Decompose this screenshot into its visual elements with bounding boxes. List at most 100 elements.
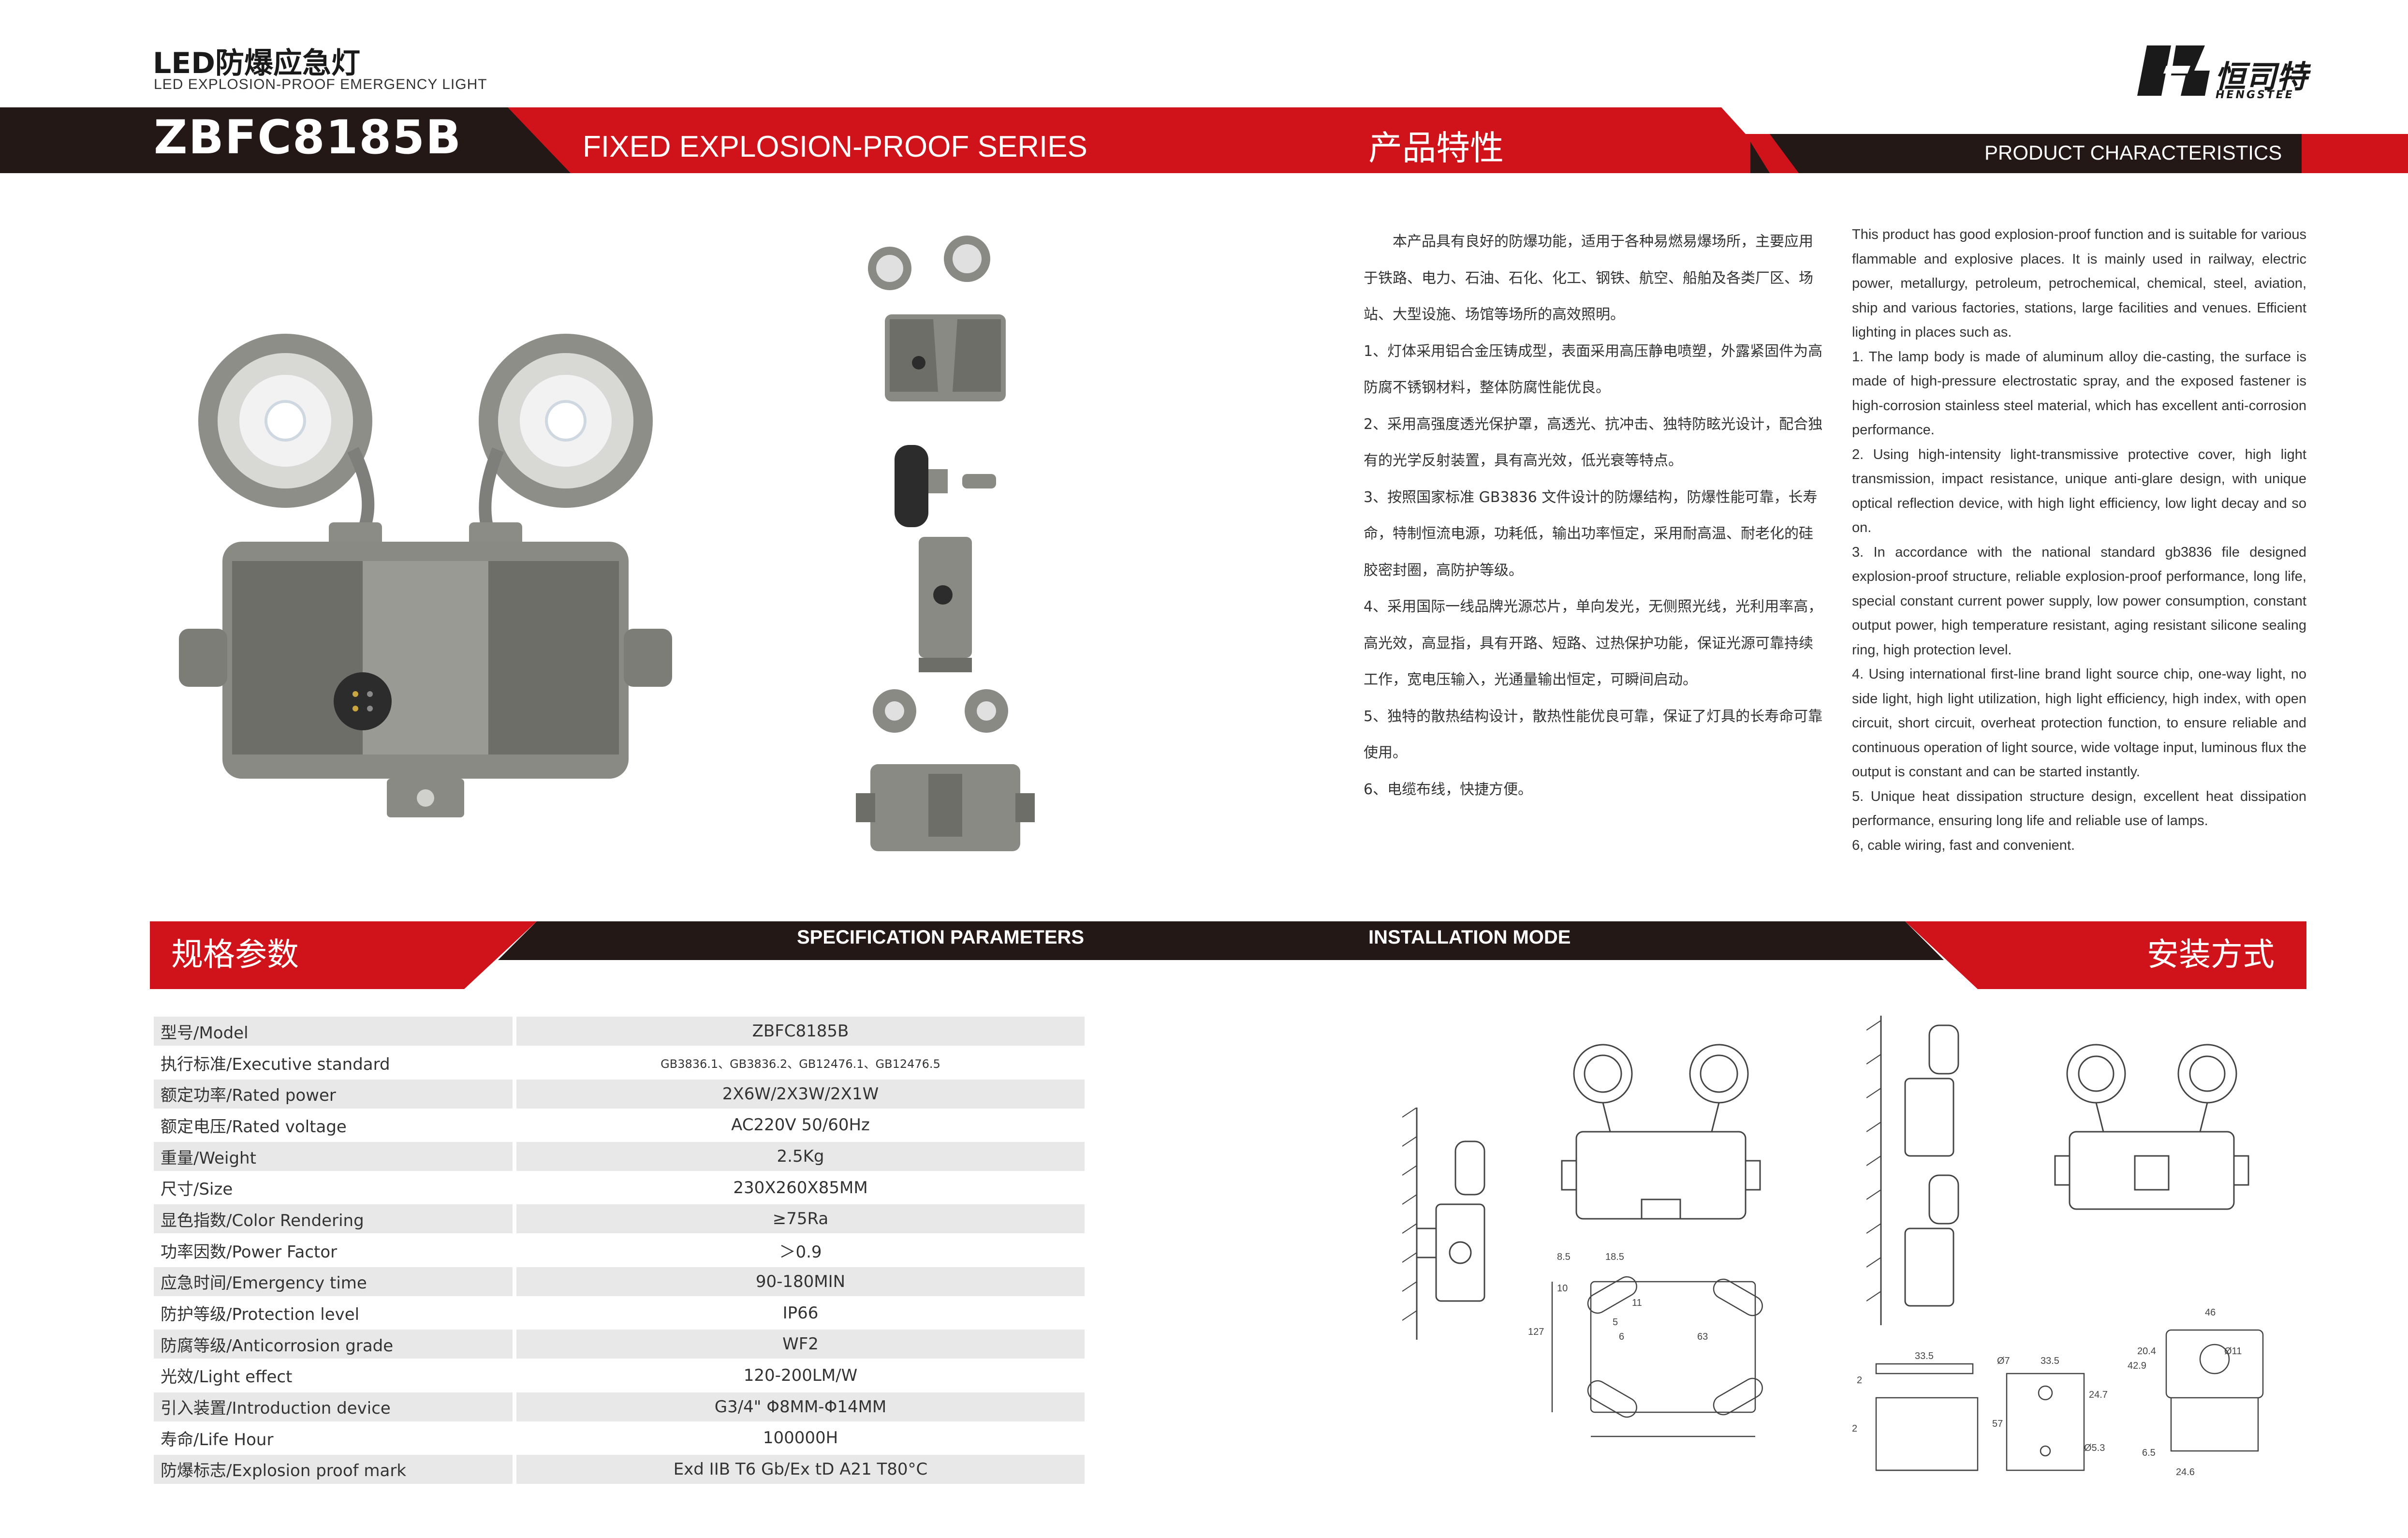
spec-label: 寿命/Life Hour — [161, 1430, 274, 1449]
table-row: 显色指数/Color Rendering≥75Ra — [154, 1203, 1085, 1235]
installation-drawing-side-detail: 46 20.4 42.9 Ø11 6.5 24.6 — [2128, 1307, 2264, 1478]
spec-label: 尺寸/Size — [161, 1180, 233, 1199]
table-row: 功率因数/Power Factor ＞0.9 — [154, 1235, 1085, 1266]
spec-value: WF2 — [516, 1330, 1085, 1359]
spec-value: 2X6W/2X3W/2X1W — [516, 1079, 1085, 1109]
brand-name-en: HENGSTEE — [2216, 89, 2294, 101]
spec-label: 额定电压/Rated voltage — [161, 1117, 347, 1137]
characteristics-cn: 本产品具有良好的防爆功能，适用于各种易燃易爆场所，主要应用于铁路、电力、石油、石… — [1364, 223, 1823, 808]
header-title-cn: LED防爆应急灯 — [153, 46, 361, 80]
spec-label: 显色指数/Color Rendering — [154, 1204, 513, 1234]
brand-name-cn: 恒司特 — [2215, 59, 2307, 95]
dim-label: 10 — [1557, 1283, 1568, 1294]
install-title-cn: 安装方式 — [2147, 936, 2275, 973]
installation-drawing-wall-side — [1402, 1108, 1485, 1340]
dim-label: 33.5 — [1915, 1351, 1934, 1361]
model-number: ZBFC8185B — [154, 110, 462, 164]
table-row: 防护等级/Protection level IP66 — [154, 1297, 1085, 1329]
characteristics-cn-item: 3、按照国家标准 GB3836 文件设计的防爆结构，防爆性能可靠，长寿命，特制恒… — [1364, 488, 1818, 579]
install-title-en: INSTALLATION MODE — [1368, 927, 1571, 948]
installation-drawing-wall-bracket — [1866, 1016, 1959, 1325]
spec-value: IP66 — [782, 1303, 819, 1323]
dim-label: Ø11 — [2224, 1346, 2242, 1357]
installation-drawing-bracket-detail: 2 33.5 Ø7 33.5 24.7 57 2 Ø5.3 — [1852, 1351, 2108, 1471]
product-top-view-image — [856, 689, 1035, 851]
spec-value: 90-180MIN — [516, 1267, 1085, 1296]
dim-label: 20.4 — [2137, 1346, 2156, 1357]
dim-label: 33.5 — [2041, 1356, 2059, 1366]
characteristics-en-item: 3. In accordance with the national stand… — [1852, 544, 2306, 658]
dim-label: 24.7 — [2089, 1390, 2108, 1400]
spec-label: 重量/Weight — [154, 1142, 513, 1171]
dim-label: 24.6 — [2176, 1467, 2195, 1478]
characteristics-cn-item: 4、采用国际一线品牌光源芯片，单向发光，无侧照光线，光利用率高，高光效，高显指，… — [1364, 598, 1823, 688]
characteristics-en-item: 4. Using international first-line brand … — [1852, 666, 2306, 780]
spec-title-cn: 规格参数 — [171, 936, 299, 973]
characteristics-cn-intro: 本产品具有良好的防爆功能，适用于各种易燃易爆场所，主要应用于铁路、电力、石油、石… — [1364, 233, 1813, 323]
spec-value: GB3836.1、GB3836.2、GB12476.1、GB12476.5 — [661, 1057, 940, 1071]
dim-label: 6 — [1619, 1331, 1624, 1342]
header-title-en: LED EXPLOSION-PROOF EMERGENCY LIGHT — [154, 76, 487, 92]
spec-label: 引入装置/Introduction device — [154, 1392, 513, 1421]
spec-value: AC220V 50/60Hz — [731, 1115, 870, 1135]
characteristics-en-item: 6, cable wiring, fast and convenient. — [1852, 837, 2075, 853]
spec-label: 光效/Light effect — [161, 1367, 293, 1387]
series-title: FIXED EXPLOSION-PROOF SERIES — [583, 130, 1087, 163]
characteristics-en-item: 1. The lamp body is made of aluminum all… — [1852, 349, 2306, 438]
spec-value: ＞0.9 — [779, 1242, 822, 1262]
dim-label: 6.5 — [2142, 1448, 2156, 1458]
spec-value: G3/4" Φ8MM-Φ14MM — [516, 1392, 1085, 1421]
brand-logo-icon — [2137, 45, 2210, 96]
spec-label: 防腐等级/Anticorrosion grade — [154, 1330, 513, 1359]
spec-label: 应急时间/Emergency time — [154, 1267, 513, 1296]
spec-label: 防爆标志/Explosion proof mark — [154, 1454, 513, 1484]
table-row: 光效/Light effect 120-200LM/W — [154, 1360, 1085, 1391]
dim-label: 8.5 — [1557, 1253, 1571, 1262]
spec-label: 防护等级/Protection level — [161, 1305, 360, 1325]
header-band — [0, 107, 2408, 173]
section-band — [0, 921, 2408, 989]
spec-value: 2.5Kg — [516, 1142, 1085, 1171]
characteristics-title-en: PRODUCT CHARACTERISTICS — [1984, 141, 2282, 164]
dim-label: 42.9 — [2128, 1361, 2146, 1371]
table-row: 额定电压/Rated voltage AC220V 50/60Hz — [154, 1109, 1085, 1141]
installation-drawing-front — [1561, 1044, 1761, 1220]
dim-label: 18.5 — [1605, 1253, 1624, 1262]
installation-drawing-top — [2054, 1044, 2249, 1210]
spec-value: ≥75Ra — [516, 1204, 1085, 1234]
characteristics-cn-item: 6、电缆布线，快捷方便。 — [1364, 781, 1533, 798]
product-side-view-image — [895, 445, 996, 672]
dim-label: 2 — [1857, 1375, 1862, 1386]
table-row: 寿命/Life Hour 100000H — [154, 1422, 1085, 1454]
characteristics-cn-item: 2、采用高强度透光保护罩，高透光、抗冲击、独特防眩光设计，配合独有的光学反射装置… — [1364, 415, 1823, 470]
spec-label: 型号/Model — [154, 1017, 513, 1046]
spec-value: 100000H — [763, 1428, 838, 1448]
spec-value: 120-200LM/W — [743, 1365, 858, 1385]
installation-drawing-mounting: 8.5 18.5 10 11 5 6 127 63 — [1528, 1253, 1763, 1437]
characteristics-cn-item: 1、灯体采用铝合金压铸成型，表面采用高压静电喷塑，外露紧固件为高防腐不锈钢材料，… — [1364, 342, 1823, 397]
dim-label: 127 — [1528, 1327, 1544, 1337]
dim-label: 2 — [1852, 1423, 1857, 1434]
dim-label: Ø5.3 — [2084, 1443, 2105, 1453]
dim-label: 46 — [2205, 1307, 2216, 1318]
spec-title-en: SPECIFICATION PARAMETERS — [797, 927, 1085, 948]
product-front-view-image — [868, 236, 1006, 401]
dim-label: 63 — [1697, 1331, 1708, 1342]
dim-label: 5 — [1613, 1317, 1618, 1328]
spec-label: 功率因数/Power Factor — [161, 1242, 338, 1262]
characteristics-en-item: 5. Unique heat dissipation structure des… — [1852, 788, 2306, 829]
characteristics-en-intro: This product has good explosion-proof fu… — [1852, 227, 2306, 340]
dim-label: 57 — [1992, 1419, 2003, 1429]
spec-label: 额定功率/Rated power — [154, 1079, 513, 1109]
characteristics-title-cn: 产品特性 — [1368, 128, 1504, 168]
characteristics-cn-item: 5、独特的散热结构设计，散热性能优良可靠，保证了灯具的长寿命可靠使用。 — [1364, 708, 1823, 762]
